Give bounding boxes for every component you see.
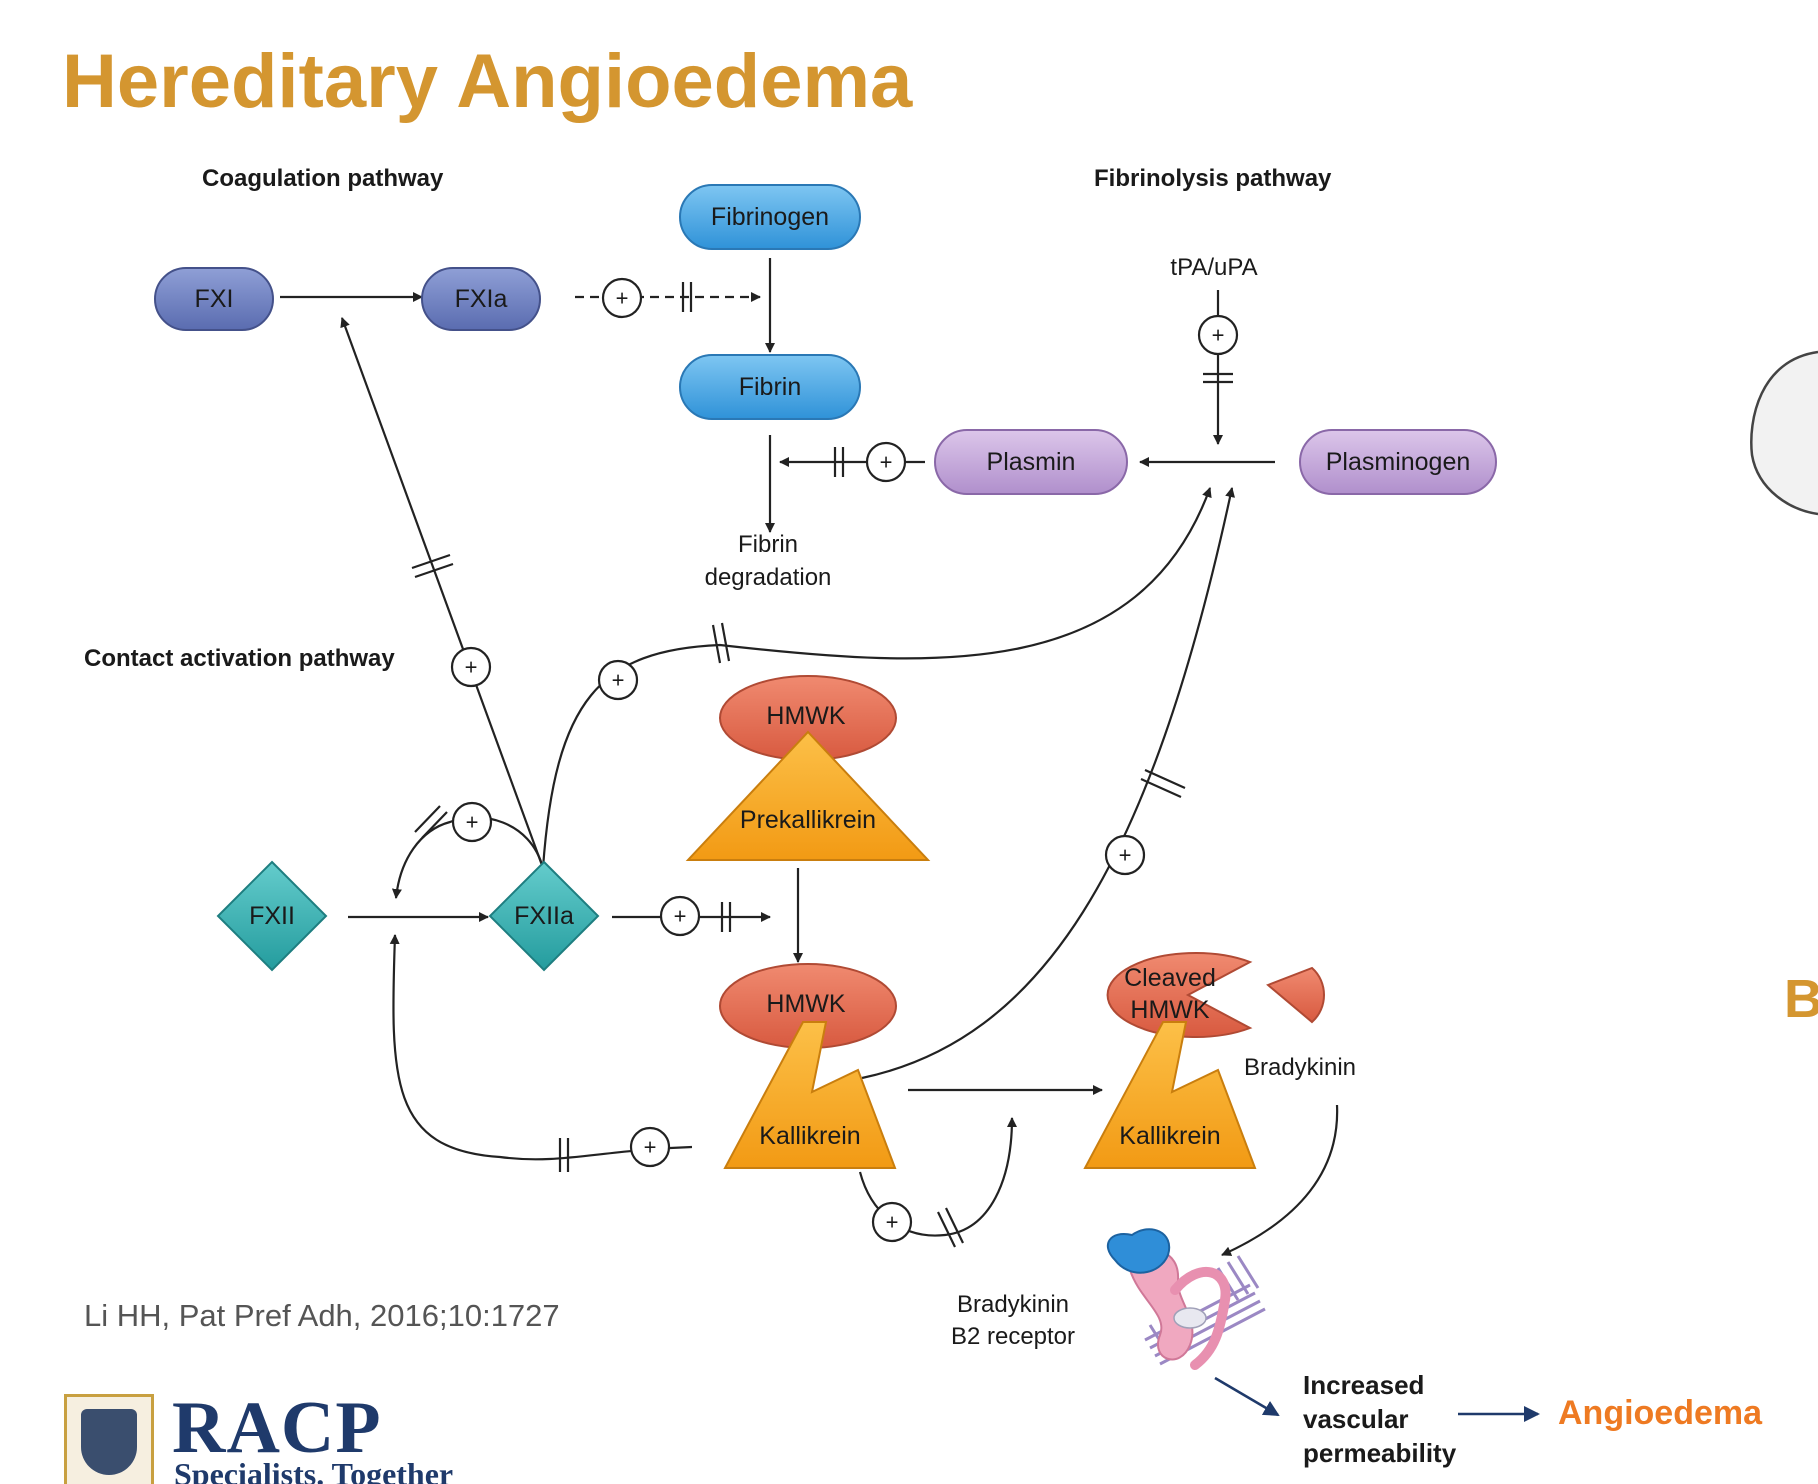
arrow-receptor-vascular bbox=[1214, 1376, 1280, 1417]
plus-circle: + bbox=[865, 441, 907, 483]
svg-text:+: + bbox=[1212, 323, 1225, 348]
svg-text:+: + bbox=[612, 668, 625, 693]
inhibition-fxia bbox=[681, 282, 693, 312]
svg-text:HMWK: HMWK bbox=[766, 702, 845, 730]
node-hmwk-prekallikrein: HMWK Prekallikrein bbox=[685, 675, 931, 861]
arrow-kallikrein-fxii bbox=[389, 934, 693, 1161]
svg-text:Increased: Increased bbox=[1303, 1370, 1424, 1400]
b2-receptor-icon bbox=[1106, 1228, 1266, 1370]
node-cleaved-hmwk-kallikrein: Cleaved HMWK Kallikrein bbox=[1083, 952, 1257, 1169]
svg-text:HMWK: HMWK bbox=[1130, 996, 1209, 1024]
inhibition-feedback bbox=[414, 805, 448, 839]
svg-text:Plasmin: Plasmin bbox=[987, 448, 1076, 476]
inhibition-fxiia-diag bbox=[411, 553, 454, 579]
arrow-bradykinin-receptor bbox=[1221, 1104, 1339, 1257]
header-coagulation: Coagulation pathway bbox=[202, 165, 444, 192]
plus-circle: + bbox=[597, 659, 639, 701]
outcome-angioedema: Angioedema bbox=[1558, 1394, 1763, 1432]
svg-text:Fibrinogen: Fibrinogen bbox=[711, 203, 829, 231]
outcome-arrows bbox=[1214, 1376, 1540, 1422]
svg-text:HMWK: HMWK bbox=[766, 990, 845, 1018]
svg-text:FXIIa: FXIIa bbox=[514, 902, 574, 930]
node-fxia: FXIa bbox=[421, 267, 541, 331]
bradykinin-fragment bbox=[1266, 966, 1325, 1024]
svg-text:FXII: FXII bbox=[249, 902, 295, 930]
plus-circle: + bbox=[451, 801, 493, 843]
plus-circle: + bbox=[659, 895, 701, 937]
arrow-fxiia-plasminogen bbox=[541, 487, 1212, 869]
svg-text:+: + bbox=[644, 1135, 657, 1160]
inhibition-kallikrein-fxii bbox=[558, 1138, 570, 1172]
arrow-fxiia-feedback bbox=[391, 816, 545, 899]
arrow-kallikrein-plasminogen bbox=[861, 487, 1235, 1080]
node-fibrin: Fibrin bbox=[679, 354, 861, 420]
node-plasmin: Plasmin bbox=[934, 429, 1128, 495]
svg-text:+: + bbox=[880, 450, 893, 475]
svg-text:FXIa: FXIa bbox=[455, 285, 508, 313]
slide-title: Hereditary Angioedema bbox=[62, 39, 913, 124]
plus-circle: + bbox=[629, 1126, 671, 1168]
svg-text:FXI: FXI bbox=[195, 285, 234, 313]
plus-circle: + bbox=[1104, 834, 1146, 876]
node-fxi: FXI bbox=[154, 267, 274, 331]
svg-text:permeability: permeability bbox=[1303, 1438, 1457, 1468]
node-fxii: FXII bbox=[216, 860, 328, 972]
svg-text:Kallikrein: Kallikrein bbox=[759, 1122, 860, 1150]
svg-text:+: + bbox=[465, 655, 478, 680]
svg-text:Cleaved: Cleaved bbox=[1124, 964, 1216, 992]
svg-text:Bradykinin: Bradykinin bbox=[957, 1291, 1069, 1318]
plus-circle: + bbox=[1197, 314, 1239, 356]
plus-circle: + bbox=[601, 277, 643, 319]
inhibition-conversion bbox=[720, 902, 732, 932]
crest-icon bbox=[64, 1394, 154, 1484]
arrow-fxiia-fxia bbox=[340, 317, 545, 869]
logo-tagline: Specialists. Together bbox=[174, 1456, 454, 1484]
svg-text:+: + bbox=[1119, 843, 1132, 868]
svg-text:Fibrin: Fibrin bbox=[738, 531, 798, 558]
inhibition-marks bbox=[411, 282, 1233, 1248]
svg-text:+: + bbox=[466, 810, 479, 835]
node-fibrinogen: Fibrinogen bbox=[679, 184, 861, 250]
connectors bbox=[280, 258, 1339, 1257]
cropped-oval-shape bbox=[1750, 350, 1818, 516]
logo-name: RACP bbox=[172, 1390, 382, 1469]
header-fibrinolysis: Fibrinolysis pathway bbox=[1094, 165, 1332, 192]
inhibition-kallikrein-loop bbox=[937, 1207, 964, 1248]
svg-text:Plasminogen: Plasminogen bbox=[1326, 448, 1471, 476]
svg-text:Fibrin: Fibrin bbox=[739, 373, 802, 401]
label-bradykinin: Bradykinin bbox=[1244, 1054, 1356, 1081]
node-fxiia: FXIIa bbox=[488, 860, 600, 972]
arrow-kallikrein-loop bbox=[858, 1117, 1017, 1237]
svg-text:B2 receptor: B2 receptor bbox=[951, 1323, 1075, 1350]
svg-text:+: + bbox=[886, 1210, 899, 1235]
header-contact: Contact activation pathway bbox=[84, 645, 395, 672]
plus-circle: + bbox=[450, 646, 492, 688]
label-vascular-permeability: Increased vascular permeability bbox=[1303, 1370, 1457, 1468]
cropped-side-letter: B bbox=[1784, 969, 1818, 1029]
svg-text:Prekallikrein: Prekallikrein bbox=[740, 806, 876, 834]
label-b2-receptor: Bradykinin B2 receptor bbox=[951, 1291, 1075, 1350]
svg-text:+: + bbox=[616, 286, 629, 311]
label-fibrin-degradation: Fibrin degradation bbox=[705, 531, 832, 591]
plus-markers: + + + + + + + + + + bbox=[450, 277, 1239, 1243]
racp-logo: RACP Specialists. Together bbox=[62, 1390, 482, 1484]
svg-text:Kallikrein: Kallikrein bbox=[1119, 1122, 1220, 1150]
citation: Li HH, Pat Pref Adh, 2016;10:1727 bbox=[84, 1298, 560, 1333]
svg-text:vascular: vascular bbox=[1303, 1404, 1409, 1434]
node-plasminogen: Plasminogen bbox=[1299, 429, 1497, 495]
svg-text:+: + bbox=[674, 904, 687, 929]
inhibition-plasmin bbox=[833, 447, 845, 477]
inhibition-kallikrein-curve bbox=[1140, 768, 1186, 799]
svg-text:degradation: degradation bbox=[705, 564, 832, 591]
inhibition-fxiia-curve bbox=[711, 622, 731, 664]
inhibition-tpa bbox=[1203, 372, 1233, 384]
plus-circle: + bbox=[871, 1201, 913, 1243]
node-hmwk-kallikrein: HMWK Kallikrein bbox=[719, 963, 897, 1169]
label-tpa: tPA/uPA bbox=[1170, 254, 1257, 281]
